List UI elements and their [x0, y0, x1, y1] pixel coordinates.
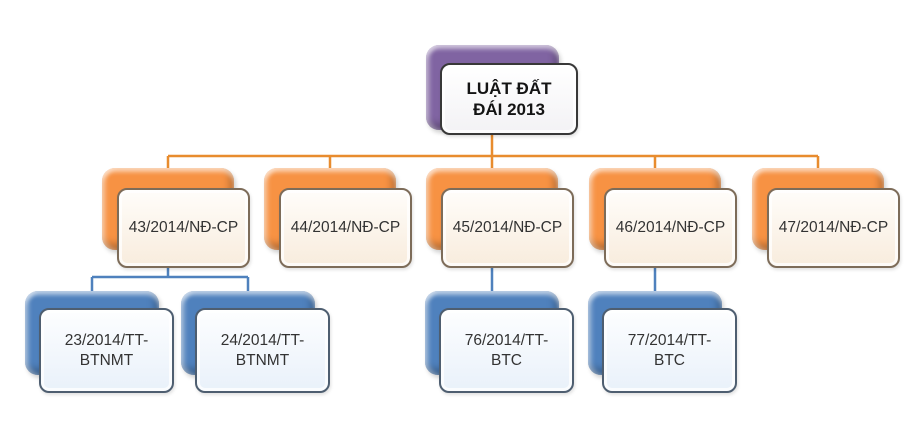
node-front-panel: 43/2014/NĐ-CP	[117, 188, 250, 268]
node-label: 47/2014/NĐ-CP	[778, 219, 889, 237]
node-front-panel: 24/2014/TT-BTNMT	[195, 308, 330, 393]
node-label: LUẬT ĐẤT ĐÁI 2013	[466, 78, 552, 119]
node-front-panel: 46/2014/NĐ-CP	[604, 188, 737, 268]
node-label: 44/2014/NĐ-CP	[290, 219, 401, 237]
node-label: 43/2014/NĐ-CP	[128, 219, 239, 237]
node-front-panel: 77/2014/TT-BTC	[602, 308, 737, 393]
node-label: 24/2014/TT-BTNMT	[220, 332, 305, 369]
node-label: 77/2014/TT-BTC	[627, 332, 712, 369]
node-front-panel: 45/2014/NĐ-CP	[441, 188, 574, 268]
node-front-panel: 47/2014/NĐ-CP	[767, 188, 900, 268]
node-front-panel: 23/2014/TT-BTNMT	[39, 308, 174, 393]
node-label: 46/2014/NĐ-CP	[615, 219, 726, 237]
node-label: 45/2014/NĐ-CP	[452, 219, 563, 237]
node-front-panel: 44/2014/NĐ-CP	[279, 188, 412, 268]
blue-connector-path	[90, 264, 657, 295]
node-front-panel: LUẬT ĐẤT ĐÁI 2013	[440, 63, 578, 135]
node-front-panel: 76/2014/TT-BTC	[439, 308, 574, 393]
node-label: 23/2014/TT-BTNMT	[64, 332, 149, 369]
orange-connector-path	[166, 131, 820, 174]
node-label: 76/2014/TT-BTC	[464, 332, 549, 369]
